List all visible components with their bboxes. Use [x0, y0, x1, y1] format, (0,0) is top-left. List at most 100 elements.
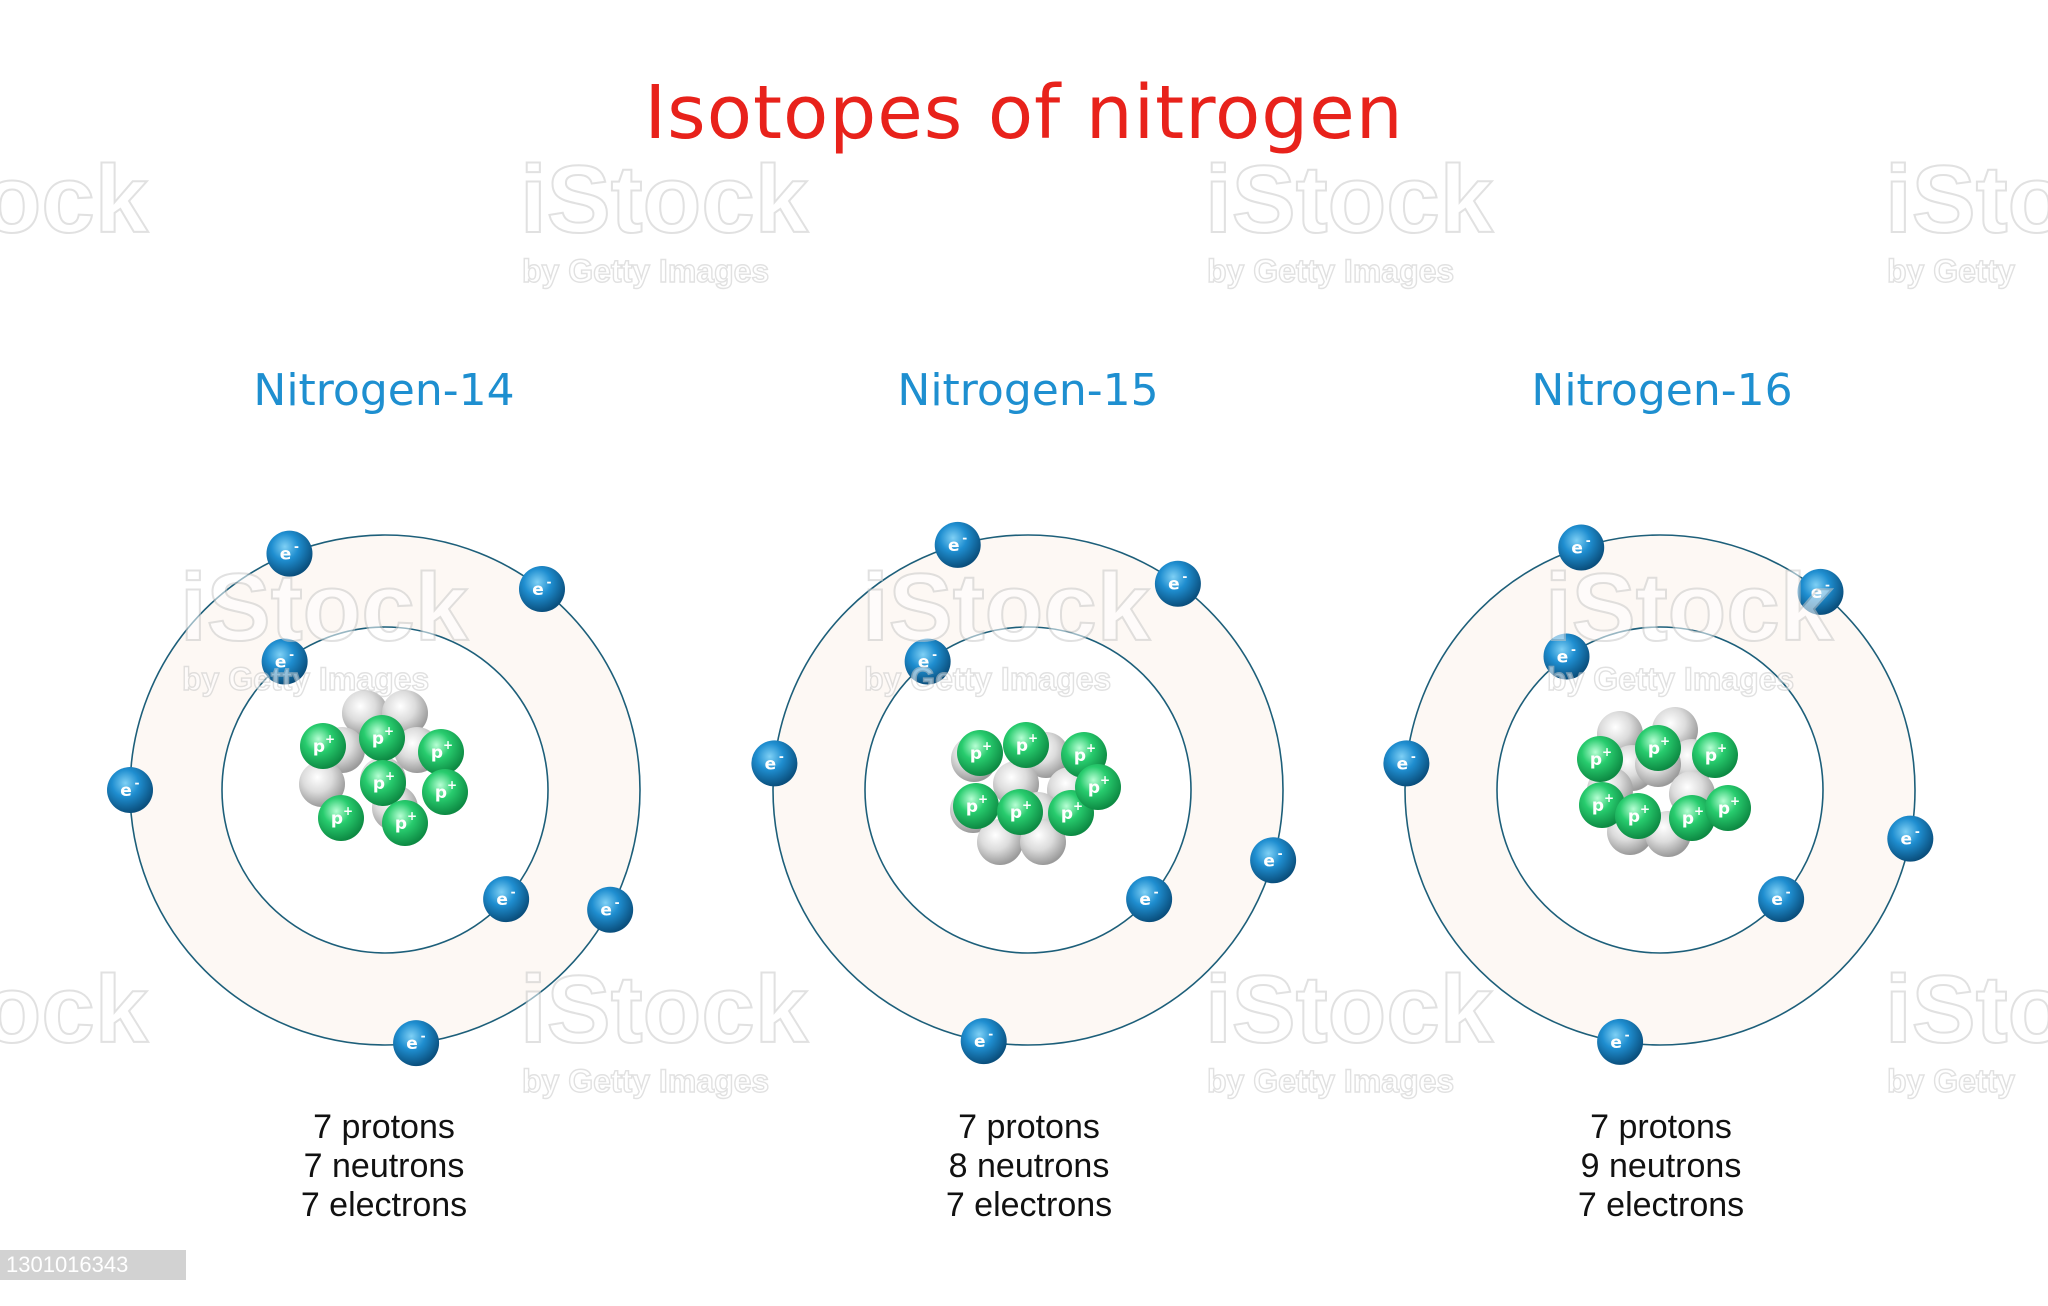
svg-text:+: + [384, 724, 394, 738]
inner-orbit [221, 626, 549, 954]
svg-text:e: e [1397, 754, 1409, 774]
electron: e- [587, 886, 634, 933]
atom-nitrogen-14: p+p+p+p+p+p+p+e-e-e-e-e-e-e- [107, 530, 641, 1067]
proton: p+ [359, 715, 405, 761]
svg-text:e: e [275, 653, 287, 673]
proton: p+ [1635, 725, 1681, 771]
svg-text:+: + [407, 809, 417, 823]
svg-text:+: + [978, 792, 988, 806]
svg-text:-: - [1182, 570, 1187, 584]
svg-text:e: e [1557, 647, 1569, 667]
svg-text:-: - [779, 749, 784, 763]
electron: e- [1126, 876, 1173, 923]
electron: e- [393, 1020, 440, 1067]
svg-text:+: + [982, 739, 992, 753]
outer-orbit [1404, 534, 1916, 1046]
proton-count: 7 protons [958, 1108, 1100, 1146]
electron-count: 7 electrons [300, 1186, 468, 1224]
svg-text:p: p [373, 774, 385, 794]
svg-text:-: - [1625, 1028, 1630, 1042]
svg-text:p: p [1628, 807, 1640, 827]
outer-orbit [772, 534, 1284, 1046]
svg-text:+: + [1730, 794, 1740, 808]
svg-text:+: + [1073, 799, 1083, 813]
facts-n16: 7 protons 9 neutrons 7 electrons [1461, 1108, 1861, 1225]
inner-orbit [864, 626, 1192, 954]
svg-text:p: p [1061, 804, 1073, 824]
neutron-count: 9 neutrons [1580, 1147, 1742, 1185]
svg-text:-: - [1411, 749, 1416, 763]
svg-text:e: e [1571, 538, 1583, 558]
svg-text:-: - [289, 648, 294, 662]
svg-text:+: + [1640, 802, 1650, 816]
svg-text:e: e [948, 536, 960, 556]
svg-text:-: - [421, 1029, 426, 1043]
proton: p+ [300, 723, 346, 769]
svg-text:p: p [395, 814, 407, 834]
proton: p+ [360, 760, 406, 806]
inner-orbit [1496, 626, 1824, 954]
electron-shell-band [773, 535, 1283, 1045]
svg-text:+: + [325, 732, 335, 746]
svg-text:e: e [918, 653, 930, 673]
svg-text:p: p [966, 797, 978, 817]
proton-count: 7 protons [1590, 1108, 1732, 1146]
proton: p+ [1003, 722, 1049, 768]
proton: p+ [1615, 793, 1661, 839]
svg-text:e: e [1901, 830, 1913, 850]
svg-text:+: + [343, 804, 353, 818]
svg-text:p: p [1016, 736, 1028, 756]
electron: e- [960, 1018, 1007, 1065]
neutron-count: 7 neutrons [303, 1147, 465, 1185]
nucleus: p+p+p+p+p+p+p+ [299, 690, 468, 846]
electron: e- [934, 521, 981, 568]
svg-text:e: e [1263, 851, 1275, 871]
svg-text:+: + [1086, 741, 1096, 755]
facts-n15: 7 protons 8 neutrons 7 electrons [829, 1108, 1229, 1225]
svg-text:e: e [280, 545, 292, 565]
svg-text:-: - [1915, 825, 1920, 839]
svg-text:-: - [1154, 885, 1159, 899]
svg-text:+: + [1604, 791, 1614, 805]
electron: e- [1154, 560, 1201, 607]
svg-text:p: p [435, 783, 447, 803]
electron-shell-band [1405, 535, 1915, 1045]
electron-shell-band [130, 535, 640, 1045]
svg-text:-: - [511, 885, 516, 899]
nucleus: p+p+p+p+p+p+p+ [1577, 707, 1751, 857]
diagram-title: Isotopes of nitrogen [644, 70, 1404, 156]
atom-nitrogen-16: p+p+p+p+p+p+p+e-e-e-e-e-e-e- [1383, 524, 1934, 1065]
neutron-count: 8 neutrons [948, 1147, 1110, 1185]
proton: p+ [1692, 732, 1738, 778]
svg-text:-: - [294, 540, 299, 554]
proton: p+ [1705, 785, 1751, 831]
svg-text:e: e [496, 890, 508, 910]
atom-title-n16: Nitrogen-16 [1531, 365, 1793, 416]
svg-text:-: - [615, 896, 620, 910]
svg-text:-: - [1586, 533, 1591, 547]
svg-text:+: + [443, 738, 453, 752]
atom-title-n15: Nitrogen-15 [897, 365, 1159, 416]
svg-text:-: - [1278, 846, 1283, 860]
svg-text:+: + [1660, 734, 1670, 748]
svg-text:+: + [1022, 798, 1032, 812]
svg-text:e: e [765, 754, 777, 774]
svg-text:-: - [135, 776, 140, 790]
svg-text:e: e [532, 580, 544, 600]
proton: p+ [422, 769, 468, 815]
electron: e- [1597, 1018, 1644, 1065]
svg-text:p: p [1592, 796, 1604, 816]
svg-text:e: e [1139, 890, 1151, 910]
svg-text:p: p [331, 809, 343, 829]
svg-text:e: e [974, 1032, 986, 1052]
svg-text:-: - [962, 531, 967, 545]
image-id-label: 1301016343 [0, 1250, 186, 1280]
svg-text:-: - [988, 1027, 993, 1041]
svg-text:-: - [1825, 578, 1830, 592]
proton: p+ [957, 730, 1003, 776]
electron: e- [1758, 876, 1805, 923]
electron: e- [107, 767, 153, 813]
svg-text:+: + [1694, 804, 1704, 818]
svg-text:-: - [547, 575, 552, 589]
